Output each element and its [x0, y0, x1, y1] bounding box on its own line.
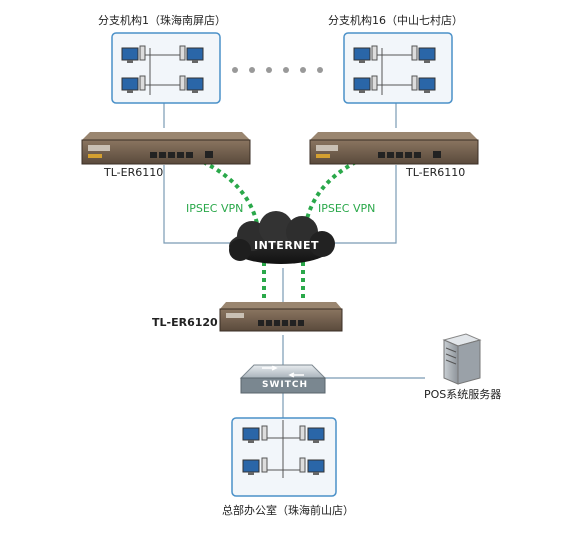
computer-icon: [121, 75, 146, 93]
internet-cloud: [229, 211, 335, 264]
computer-icon: [411, 75, 436, 93]
hq-panel: [231, 417, 337, 497]
router-hq: [219, 302, 343, 332]
switch-label: SWITCH: [262, 380, 309, 390]
switch-device: [239, 364, 327, 394]
router-right: [309, 132, 479, 165]
vpn-tunnels: [202, 160, 357, 300]
router-left-model: TL-ER6110: [104, 166, 164, 179]
branch-right-title: 分支机构16（中山七村店）: [328, 14, 463, 27]
vpn-right-label: IPSEC VPN: [318, 202, 376, 215]
hq-title: 总部办公室（珠海前山店）: [222, 504, 354, 517]
branch-right-panel: [343, 32, 453, 104]
computer-icon: [299, 425, 325, 443]
cables: [163, 103, 425, 418]
branch-left-panel: [111, 32, 221, 104]
computer-icon: [411, 45, 436, 63]
computer-icon: [179, 75, 204, 93]
hq-router-model: TL-ER6120: [152, 316, 218, 329]
server-label: POS系统服务器: [424, 388, 502, 401]
ellipsis-dots: [232, 67, 323, 73]
internet-label: INTERNET: [254, 239, 320, 252]
computer-icon: [299, 457, 325, 475]
router-left: [81, 132, 251, 165]
vpn-left-label: IPSEC VPN: [186, 202, 244, 215]
branch-left-title: 分支机构1（珠海南屏店）: [98, 14, 226, 27]
computer-icon: [242, 457, 268, 475]
router-right-model: TL-ER6110: [406, 166, 466, 179]
computer-icon: [121, 45, 146, 63]
computer-icon: [353, 45, 378, 63]
computer-icon: [353, 75, 378, 93]
server-icon: [442, 333, 482, 385]
computer-icon: [179, 45, 204, 63]
computer-icon: [242, 425, 268, 443]
